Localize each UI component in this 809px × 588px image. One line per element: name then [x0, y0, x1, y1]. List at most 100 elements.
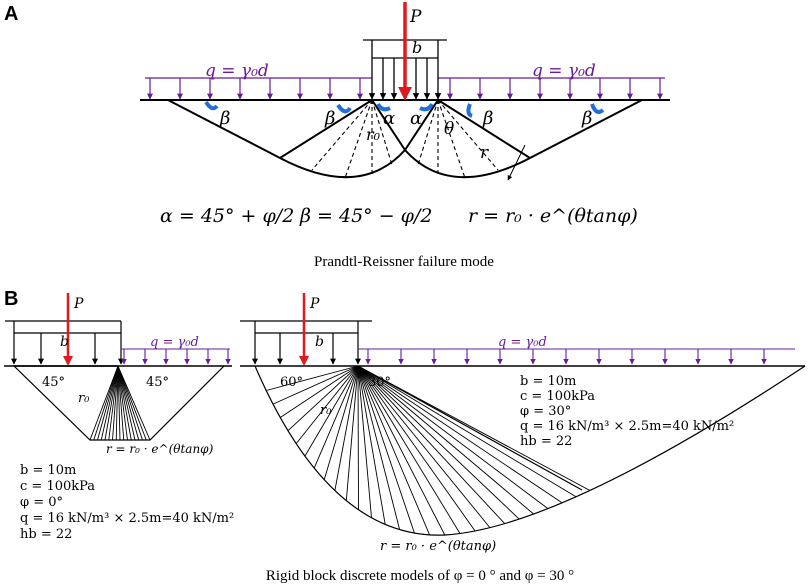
- panel-a-beta-formula: β = 45° − φ/2: [299, 205, 432, 227]
- panel-b-right-width-label: b: [315, 334, 324, 350]
- panel-b-left-width-label: b: [60, 334, 69, 350]
- panel-a-r-pointer: [507, 144, 526, 181]
- panel-b-right-param: c = 100kPa: [520, 389, 595, 404]
- fan-ray: [357, 365, 372, 518]
- panel-a-caption: Prandtl-Reissner failure mode: [314, 254, 494, 270]
- fan-ray: [357, 365, 506, 524]
- fan-ray: [117, 365, 125, 441]
- panel-a-failure-mechanism: [167, 99, 643, 179]
- panel-a-surcharge-right-label: q = γ₀d: [532, 61, 596, 81]
- panel-b-left-param: q = 16 kN/m³ × 2.5m=40 kN/m²: [20, 511, 234, 526]
- fan-ray: [357, 365, 415, 534]
- fan-ray: [313, 365, 359, 469]
- fan-ray: [117, 365, 147, 441]
- panel-b-right-wedge-edge: [357, 365, 583, 491]
- fan-ray: [357, 365, 446, 536]
- panel-a-letter: A: [4, 3, 18, 25]
- panel-b-right-surcharge-arrows: [365, 349, 767, 365]
- fan-ray: [117, 365, 140, 441]
- panel-b-right-mechanism: [254, 365, 806, 536]
- fan-ray: [357, 365, 534, 515]
- fan-ray: [287, 365, 359, 432]
- panel-a-r-label: r: [480, 143, 489, 163]
- panel-b-right-footing: [240, 320, 372, 365]
- fan-ray: [304, 365, 359, 457]
- fan-ray: [345, 365, 359, 501]
- panel-b-left-params: b = 10m c = 100kPa φ = 0° q = 16 kN/m³ ×…: [20, 463, 234, 542]
- panel-a-surcharge: [145, 77, 665, 100]
- fan-ray: [266, 365, 359, 391]
- fan-ray: [357, 365, 461, 534]
- panel-b-right-angle-right: 30°: [368, 375, 391, 390]
- panel-b-left-r0-label: r₀: [78, 391, 90, 406]
- panel-b-right-angle-left: 60°: [280, 375, 303, 390]
- panel-b-left-fan: [89, 365, 151, 441]
- fan-ray: [357, 365, 431, 536]
- panel-b-left-surcharge-label: q = γ₀d: [150, 335, 199, 350]
- panel-b-left-angle-right: 45°: [146, 375, 169, 390]
- panel-b-right-model: P b q = γ₀d 60° 30° r₀ r = r₀ · e^(θtanφ…: [240, 293, 806, 554]
- panel-b-right-param: hb = 22: [520, 434, 572, 449]
- fan-ray: [334, 365, 359, 491]
- fan-ray: [295, 365, 359, 444]
- panel-b-left-param: b = 10m: [20, 463, 76, 478]
- fan-ray: [117, 365, 143, 441]
- fan-ray: [112, 365, 119, 441]
- fan-ray: [357, 365, 386, 525]
- panel-a: A q = γ₀d q = γ₀d b: [4, 2, 670, 270]
- fan-ray: [357, 365, 476, 532]
- fan-ray: [357, 365, 401, 530]
- panel-a-theta-label: θ: [444, 119, 454, 139]
- fan-ray: [89, 365, 119, 441]
- fan-ray: [272, 365, 359, 405]
- panel-a-beta-label-2: β: [324, 108, 335, 129]
- fan-ray: [357, 365, 563, 504]
- fan-ray: [104, 365, 119, 441]
- fan-ray: [357, 365, 520, 520]
- panel-a-beta-label-1: β: [219, 108, 230, 129]
- panel-b-left-param: φ = 0°: [20, 495, 63, 510]
- fan-ray: [115, 365, 119, 441]
- panel-b-left-load-label: P: [73, 296, 84, 312]
- fan-ray: [357, 365, 359, 510]
- fan-ray: [117, 365, 128, 441]
- fan-ray: [323, 365, 359, 480]
- panel-a-angle-markers: [204, 100, 605, 118]
- panel-b-left-spiral-formula: r = r₀ · e^(θtanφ): [106, 442, 214, 456]
- fan-ray: [100, 365, 119, 441]
- fan-ray: [357, 365, 577, 498]
- panel-b-right-load-label: P: [309, 296, 320, 312]
- panel-a-alpha-label-2: α: [410, 108, 422, 129]
- fan-ray: [357, 365, 491, 528]
- panel-a-width-label: b: [412, 38, 422, 57]
- panel-a-slip-lines: [311, 99, 499, 179]
- fan-ray: [357, 365, 591, 491]
- panel-b: B P b q = γ₀d 45° 45°: [4, 288, 806, 584]
- fan-ray: [93, 365, 119, 441]
- panel-a-alpha-label-1: α: [383, 108, 395, 129]
- fan-ray: [117, 365, 121, 441]
- panel-a-beta-label-3: β: [482, 108, 493, 129]
- fan-ray: [97, 365, 119, 441]
- panel-a-surcharge-left-label: q = γ₀d: [205, 61, 269, 81]
- panel-b-right-param: q = 16 kN/m³ × 2.5m=40 kN/m²: [520, 419, 734, 434]
- fan-ray: [117, 365, 132, 441]
- fan-ray: [357, 365, 549, 509]
- panel-b-caption: Rigid block discrete models of φ = 0 ° a…: [266, 568, 574, 584]
- panel-a-beta-label-4: β: [581, 108, 592, 129]
- fan-ray: [117, 365, 136, 441]
- fan-ray: [117, 365, 151, 441]
- panel-b-letter: B: [4, 288, 18, 310]
- panel-b-left-angle-left: 45°: [42, 375, 65, 390]
- panel-a-load-label: P: [409, 7, 422, 27]
- panel-a-spiral-formula: r = r₀ · e^(θtanφ): [468, 205, 638, 227]
- panel-b-right-params: b = 10m c = 100kPa φ = 30° q = 16 kN/m³ …: [520, 374, 734, 449]
- fan-ray: [108, 365, 119, 441]
- panel-b-left-param: hb = 22: [20, 527, 72, 542]
- panel-b-right-surcharge-label: q = γ₀d: [498, 335, 547, 350]
- panel-a-alpha-formula: α = 45° + φ/2: [160, 205, 294, 227]
- panel-b-left-model: P b q = γ₀d 45° 45° r₀ r = r₀ · e^(θtanφ…: [4, 293, 234, 542]
- panel-a-r0-label: r₀: [366, 125, 381, 144]
- panel-b-left-param: c = 100kPa: [20, 479, 95, 494]
